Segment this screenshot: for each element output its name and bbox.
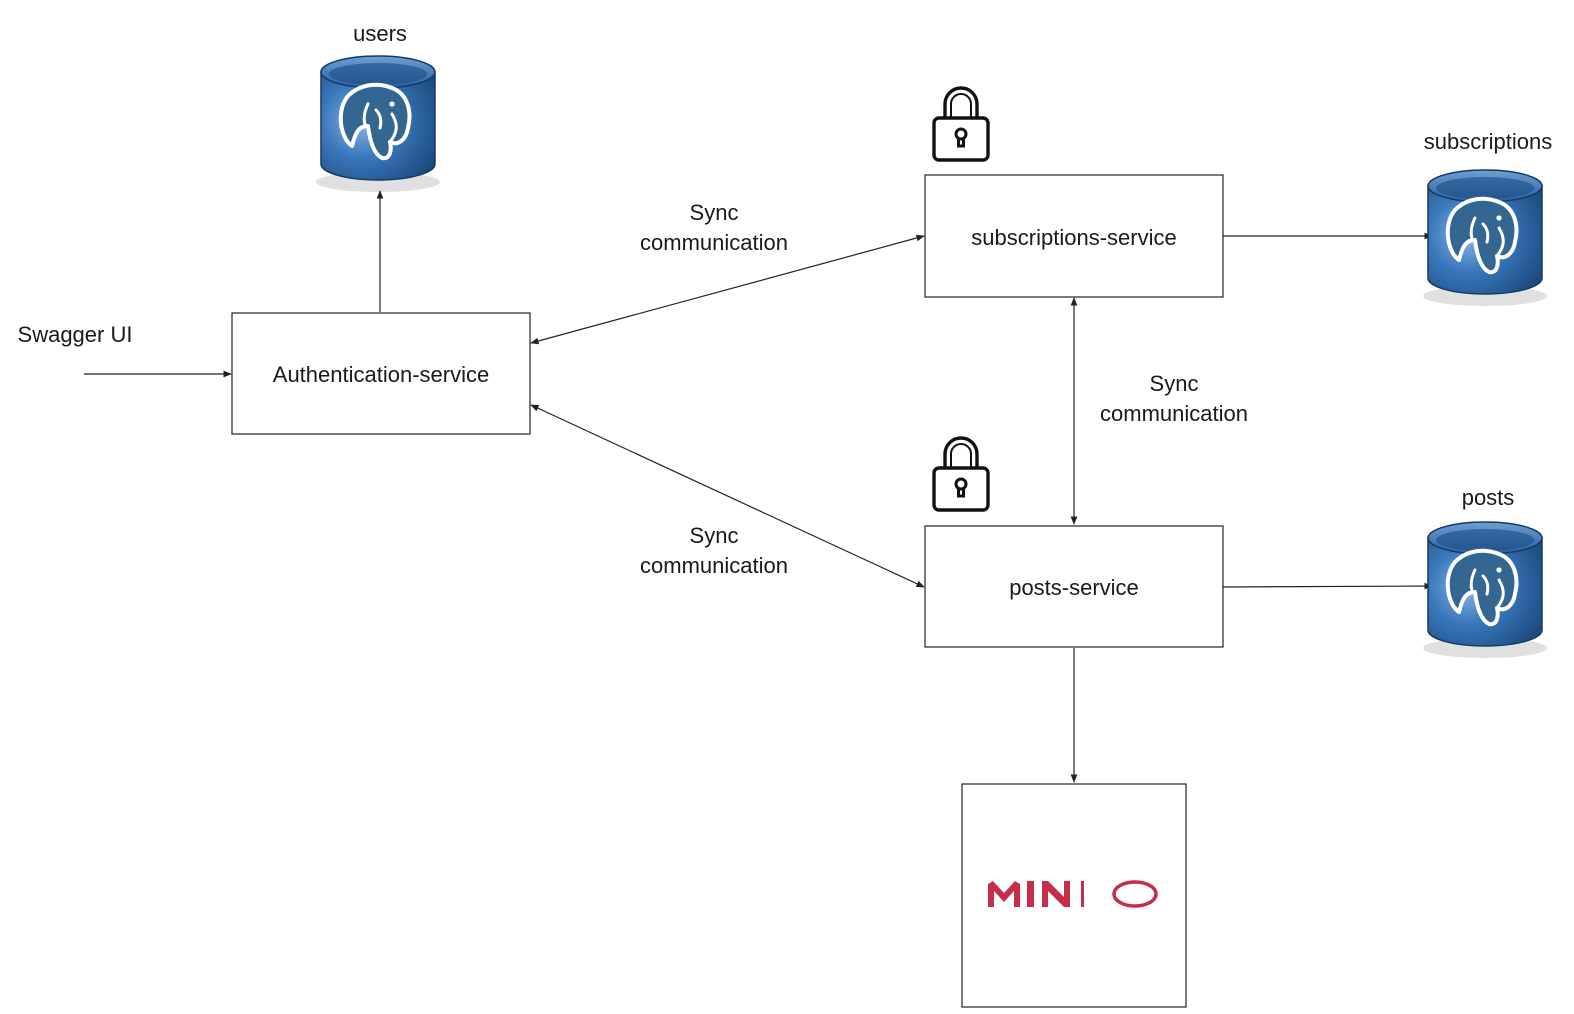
edge-label-auth-subscriptions: Sync communication [640,200,788,255]
subscriptions-service-node[interactable]: subscriptions-service [924,174,1224,298]
users-db-label: users [353,21,407,46]
edge-label-auth-posts: Sync communication [640,523,788,578]
subscriptions-database[interactable]: subscriptions [1421,129,1552,308]
minio-logo [988,880,1158,908]
posts-database[interactable]: posts [1421,485,1549,660]
svg-text:Sync: Sync [690,523,739,548]
postgresql-icon [1421,168,1549,308]
posts-service-label: posts-service [1009,575,1139,600]
svg-text:communication: communication [640,553,788,578]
svg-text:communication: communication [640,230,788,255]
edge-posts-to-db [1222,582,1433,590]
svg-text:Sync: Sync [1150,371,1199,396]
lock-icon [932,436,990,512]
svg-text:Sync: Sync [690,200,739,225]
posts-db-label: posts [1462,485,1515,510]
edge-auth-subscriptions [530,234,925,345]
edges [84,190,1433,783]
subscriptions-service-label: subscriptions-service [971,225,1176,250]
edge-label-subscriptions-posts: Sync communication [1100,371,1248,426]
authentication-service-label: Authentication-service [273,362,489,387]
postgresql-icon [1421,520,1549,660]
subscriptions-db-label: subscriptions [1424,129,1552,154]
lock-icon [932,86,990,162]
swagger-ui-label: Swagger UI [18,322,133,347]
edge-auth-posts [530,404,925,588]
postgresql-icon [314,54,442,194]
minio-storage-node[interactable] [961,783,1187,1008]
authentication-service-node[interactable]: Authentication-service [231,312,531,435]
users-database[interactable]: users [314,21,442,194]
posts-service-node[interactable]: posts-service [924,525,1224,648]
svg-text:communication: communication [1100,401,1248,426]
